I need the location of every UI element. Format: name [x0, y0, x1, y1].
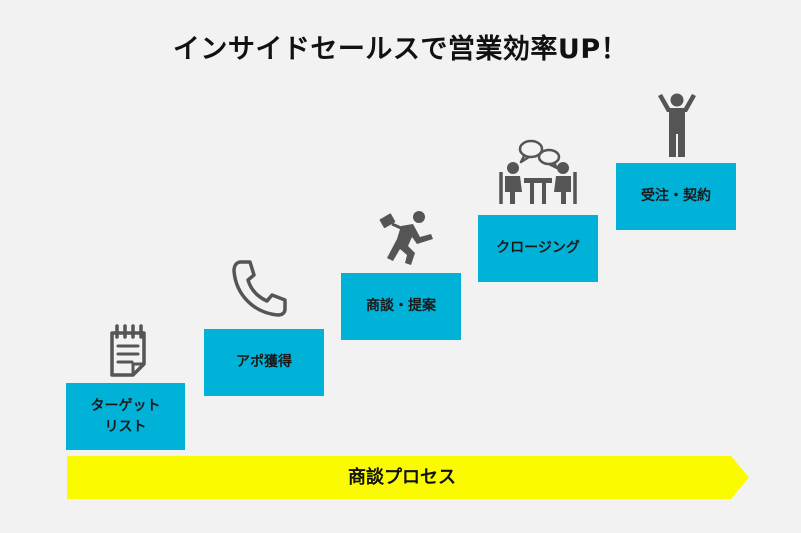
- process-arrow-label: 商談プロセス: [348, 467, 456, 488]
- page-title: インサイドセールスで営業効率UP！: [172, 34, 629, 65]
- celebrating-person-icon: [655, 93, 699, 159]
- step-negotiation: 商談・提案: [341, 273, 461, 340]
- step-appointment: アポ獲得: [204, 329, 324, 396]
- step-closing: クロージング: [478, 215, 598, 282]
- notepad-icon: [106, 324, 150, 380]
- step-target-list: ターゲット リスト: [66, 383, 185, 450]
- meeting-icon: [498, 138, 578, 208]
- step-contract: 受注・契約: [616, 163, 736, 230]
- running-businessman-icon: [379, 210, 441, 266]
- phone-icon: [232, 259, 288, 317]
- process-arrow: 商談プロセス: [67, 456, 749, 499]
